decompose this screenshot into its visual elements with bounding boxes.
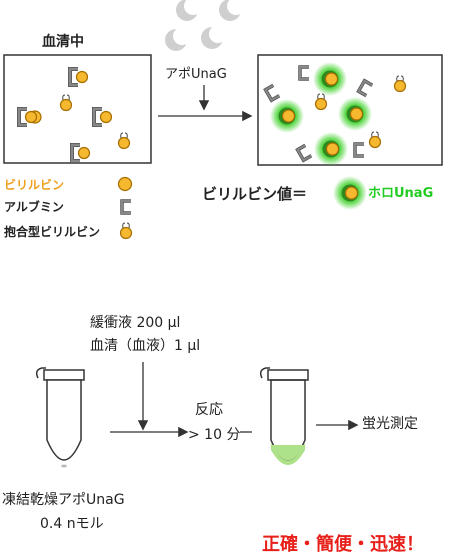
equation-right: ホロUnaG [368,186,434,201]
bilirubin-icon [281,109,296,123]
bilirubin-icon [119,226,133,240]
bilirubin-icon [393,79,407,93]
albumin-icon [298,65,309,81]
legend-label-bilirubin: ビリルビン [4,178,65,192]
conjugated-bilirubin-icon [59,94,73,112]
albumin-icon [120,199,131,215]
tagline: 正確・簡便・迅速！ [262,534,424,555]
crescent-icon [219,0,245,21]
bilirubin-icon [325,142,340,156]
crescent-icon [165,27,191,51]
bilirubin-icon [59,98,73,112]
reaction-label: 反応 [195,402,223,418]
albumin-bilirubin-icon [92,107,113,127]
bilirubin-icon [117,136,131,150]
apo-unag-label: アポUnaG [165,67,227,82]
conjugated-bilirubin-icon [393,75,407,93]
conjugated-bilirubin-icon [314,93,328,111]
bilirubin-icon [77,146,91,160]
bilirubin-icon [314,97,328,111]
holo-unag-icon [270,99,304,133]
albumin-icon [263,83,281,103]
conjugated-bilirubin-icon [117,132,131,150]
conjugated-bilirubin-icon [119,222,133,240]
serum-title: 血清中 [42,34,84,50]
tube-lyophilized [35,367,85,468]
tube-reacted [259,367,309,465]
tube-label-reagent: 凍結乾燥アポUnaG [2,492,125,508]
reaction-time-label: > 10 分 [188,427,241,443]
albumin-icon [356,78,374,98]
legend-label-conjugated: 抱合型ビリルビン [4,225,101,239]
holo-unag-icon [313,62,347,96]
albumin-icon [295,143,313,163]
albumin-icon [353,142,364,158]
legend-label-albumin: アルブミン [4,200,64,214]
bilirubin-icon [99,110,113,124]
buffer-label: 緩衝液 200 μl [90,315,181,331]
bilirubin-icon [344,186,359,200]
serum-volume-label: 血清（血液）1 μl [90,338,201,354]
conjugated-bilirubin-icon [368,131,382,149]
bilirubin-icon [349,107,364,121]
bilirubin-icon [75,70,89,84]
apo-unag-crescents [165,0,245,51]
tube-label-amount: 0.4 nモル [40,516,104,532]
crescent-icon [176,0,202,21]
holo-unag-icon [314,132,348,166]
bilirubin-icon [324,72,339,86]
holo-particles [263,62,407,166]
holo-unag-icon [333,176,367,210]
holo-unag-icon [333,176,367,210]
measurement-label: 蛍光測定 [362,416,418,432]
crescent-icon [201,25,227,49]
albumin-bilirubin-icon [68,67,89,87]
bilirubin-icon [117,176,133,192]
serum-particles [17,67,131,163]
equation-left: ビリルビン値＝ [202,185,308,203]
bilirubin-icon [368,135,382,149]
holo-unag-icon [338,97,372,131]
legend-icons [117,176,133,240]
bilirubin-icon [24,110,38,124]
albumin-bilirubin-icon [70,143,91,163]
albumin-bilirubin-icon [17,107,38,127]
